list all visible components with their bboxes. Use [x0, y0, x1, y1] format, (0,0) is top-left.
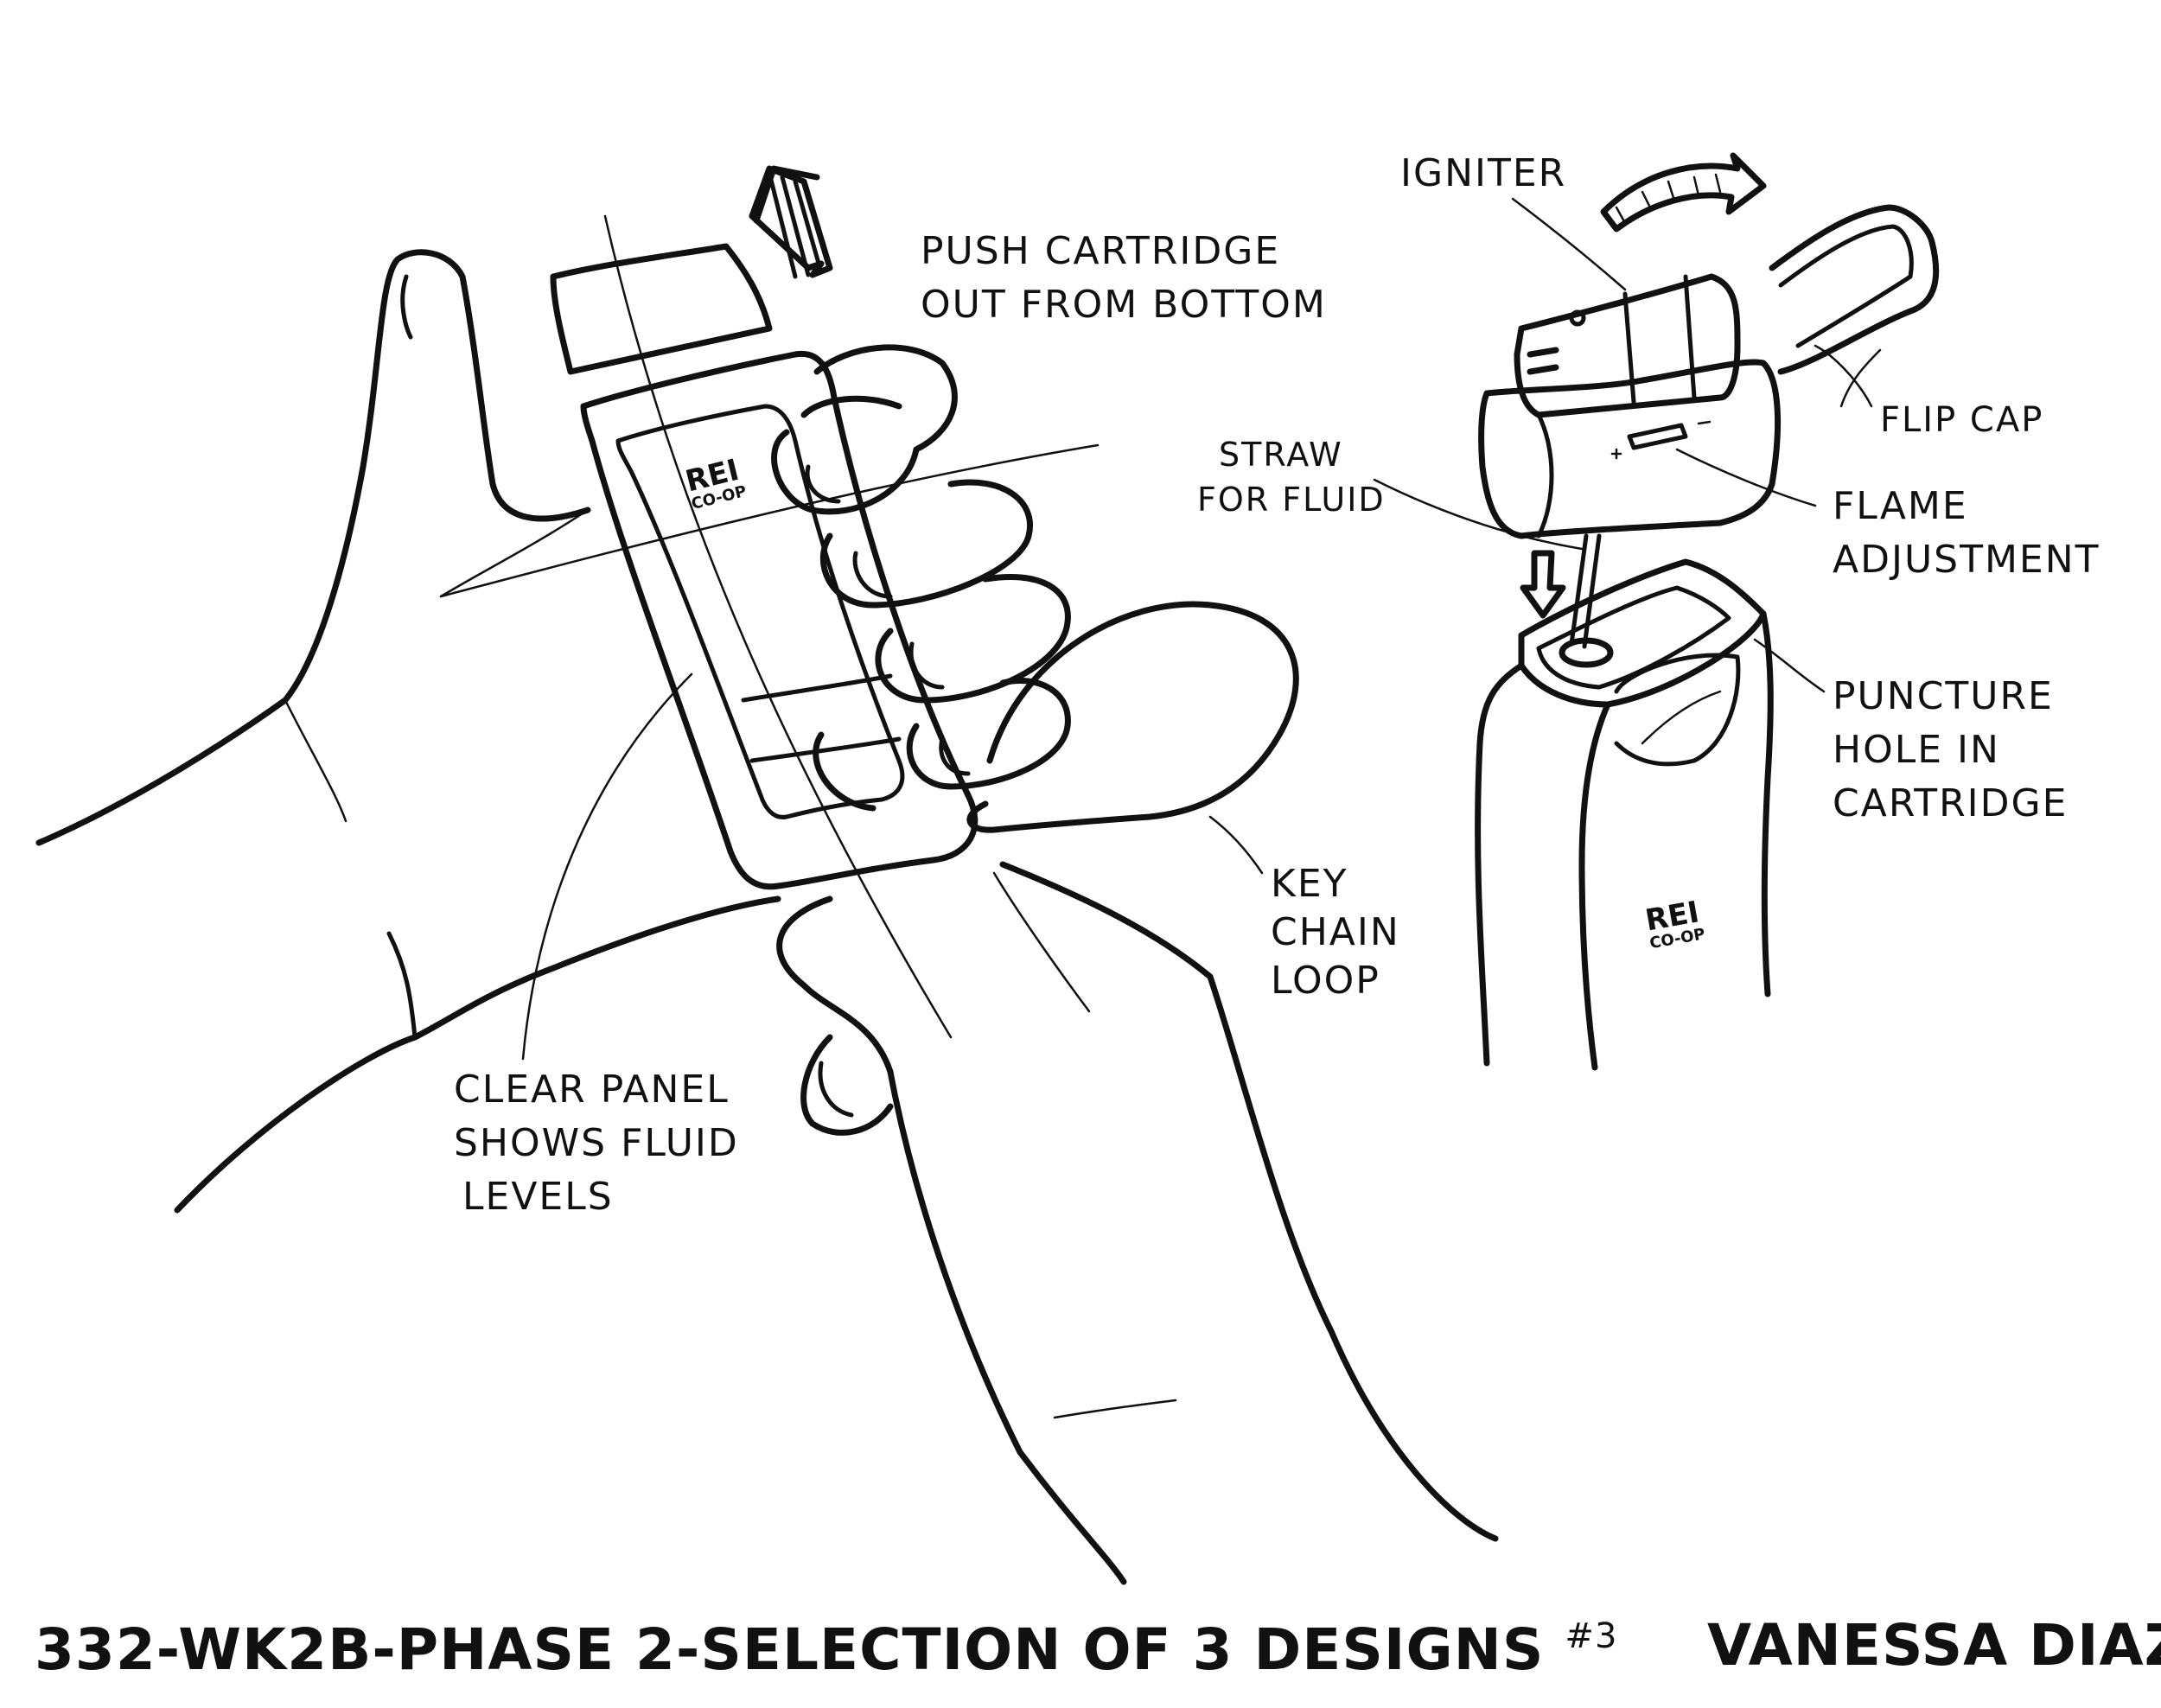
- rei-logo-cartridge: REI CO-OP: [1642, 895, 1707, 953]
- lighter-drawing: [1475, 152, 1940, 1071]
- device-body: [550, 243, 979, 890]
- design-number: #3: [1565, 1616, 1618, 1656]
- label-flip-cap: FLIP CAP: [1880, 400, 2044, 440]
- push-up-arrow: [749, 165, 833, 279]
- label-flame-adjustment: FLAME ADJUSTMENT: [1833, 484, 2100, 582]
- hand-drawing: [35, 214, 1499, 1585]
- label-key-chain-loop: KEY CHAIN LOOP: [1271, 862, 1400, 1003]
- footer-title: 332-WK2B-PHASE 2-SELECTION OF 3 DESIGNS …: [35, 1616, 1618, 1683]
- footer-author: VANESSA DIAZ: [1707, 1612, 2161, 1679]
- leader-lines: [521, 197, 1882, 1061]
- label-straw-for-fluid: STRAW FOR FLUID: [1197, 436, 1386, 519]
- label-puncture-hole: PUNCTURE HOLE IN CARTRIDGE: [1833, 674, 2069, 825]
- label-clear-panel: CLEAR PANEL SHOWS FLUID LEVELS: [454, 1068, 739, 1219]
- label-igniter: IGNITER: [1400, 151, 1567, 195]
- key-chain-loop: [966, 601, 1299, 833]
- label-push-cartridge: PUSH CARTRIDGE OUT FROM BOTTOM: [921, 229, 1327, 327]
